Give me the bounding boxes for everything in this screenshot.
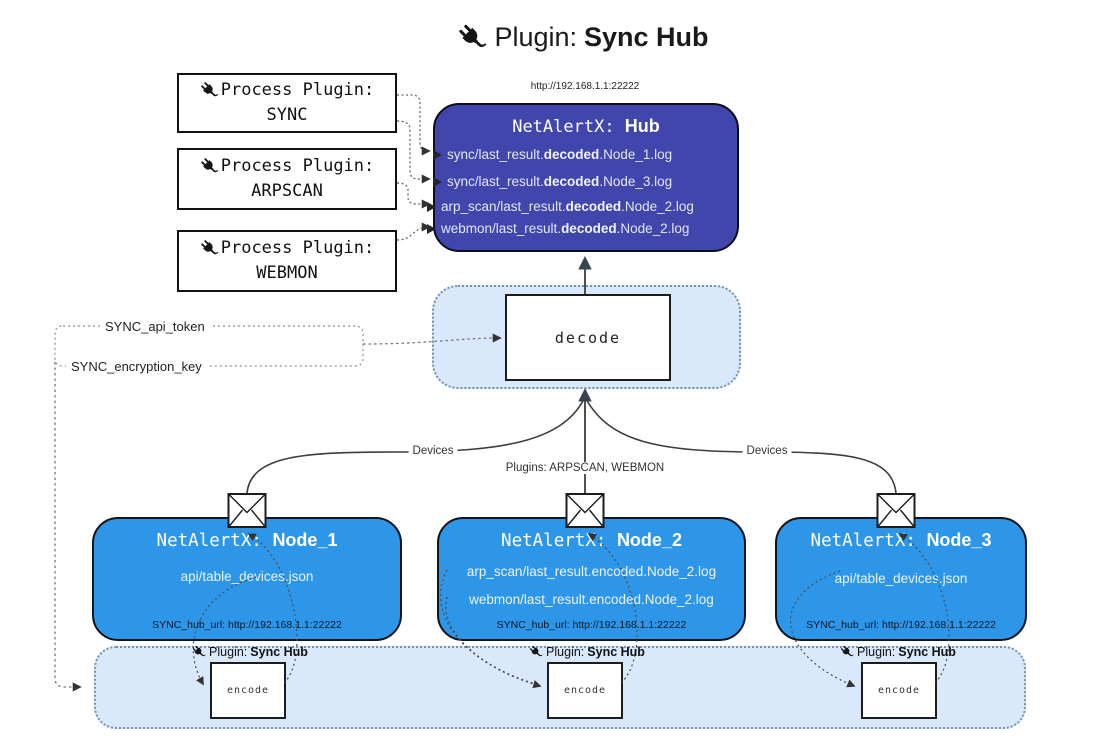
plug-icon [840, 645, 854, 659]
decode-box: decode [505, 294, 671, 381]
hub-log-entry: arp_scan/last_result.decoded.Node_2.log [427, 199, 694, 215]
node-hub-url-label: SYNC_hub_url: http://192.168.1.1:22222 [496, 619, 687, 631]
hub-log-entry: sync/last_result.decoded.Node_3.log [433, 174, 672, 190]
arrowhead-icon [427, 202, 436, 212]
arrowhead-icon [427, 224, 436, 234]
encode-box: encode [861, 662, 937, 719]
hub-title: NetAlertX: Hub [512, 116, 660, 137]
plug-icon [200, 239, 219, 258]
node-title: NetAlertX: Node_1 [156, 530, 338, 551]
process-plugin-sync: Process Plugin: SYNC [177, 73, 397, 133]
process-plugin-label: Process Plugin: [220, 79, 375, 100]
node-file-label: arp_scan/last_result.encoded.Node_2.log [466, 564, 717, 579]
node-title: NetAlertX: Node_3 [810, 530, 992, 551]
node-hub-url-label: SYNC_hub_url: http://192.168.1.1:22222 [152, 619, 342, 631]
process-plugin-arpscan: Process Plugin: ARPSCAN [177, 148, 397, 210]
process-plugin-name: SYNC [266, 105, 308, 125]
arrowhead-icon [433, 150, 442, 160]
process-plugin-label: Process Plugin: [220, 155, 375, 176]
edge-label-devices-left: Devices [408, 445, 458, 457]
envelope-icon [227, 493, 267, 528]
plug-icon [529, 645, 543, 659]
plug-icon [200, 81, 219, 100]
node-title: NetAlertX: Node_2 [501, 530, 682, 551]
node-3-box: NetAlertX: Node_3 api/table_devices.json… [775, 517, 1027, 641]
node-hub-url-label: SYNC_hub_url: http://192.168.1.1:22222 [806, 619, 996, 631]
title-bold: Sync Hub [584, 22, 709, 52]
sync-api-token-label: SYNC_api_token [100, 319, 210, 334]
encode-plugin-label: Plugin: Sync Hub [192, 645, 308, 659]
encode-box: encode [547, 662, 623, 719]
process-plugin-name: ARPSCAN [251, 181, 323, 201]
process-plugin-name: WEBMON [256, 263, 318, 283]
node-1-box: NetAlertX: Node_1 api/table_devices.json… [92, 517, 402, 641]
envelope-icon [565, 493, 605, 528]
sync-encryption-key-label: SYNC_encryption_key [66, 359, 207, 374]
plug-icon [457, 23, 487, 53]
node-file-label: webmon/last_result.encoded.Node_2.log [469, 592, 714, 607]
encode-box: encode [210, 662, 286, 719]
process-plugin-label: Process Plugin: [220, 237, 375, 258]
hub-log-entry: sync/last_result.decoded.Node_1.log [433, 147, 672, 163]
process-plugin-webmon: Process Plugin: WEBMON [177, 230, 397, 292]
envelope-icon [876, 493, 916, 528]
encode-plugin-label: Plugin: Sync Hub [840, 645, 956, 659]
arrowhead-icon [433, 177, 442, 187]
diagram-title: Plugin: Sync Hub [457, 22, 709, 53]
node-2-box: NetAlertX: Node_2 arp_scan/last_result.e… [437, 517, 746, 641]
edge-label-plugins: Plugins: ARPSCAN, WEBMON [501, 462, 669, 474]
title-text: Plugin: [494, 22, 578, 52]
edge-label-devices-right: Devices [742, 445, 792, 457]
encode-plugin-label: Plugin: Sync Hub [529, 645, 645, 659]
node-file-label: api/table_devices.json [834, 571, 968, 586]
hub-box: NetAlertX: Hub sync/last_result.decoded.… [427, 103, 739, 252]
node-file-label: api/table_devices.json [180, 569, 314, 584]
hub-log-entry: webmon/last_result.decoded.Node_2.log [427, 221, 689, 237]
plug-icon [192, 645, 206, 659]
plug-icon [200, 157, 219, 176]
hub-url-label: http://192.168.1.1:22222 [530, 81, 640, 92]
